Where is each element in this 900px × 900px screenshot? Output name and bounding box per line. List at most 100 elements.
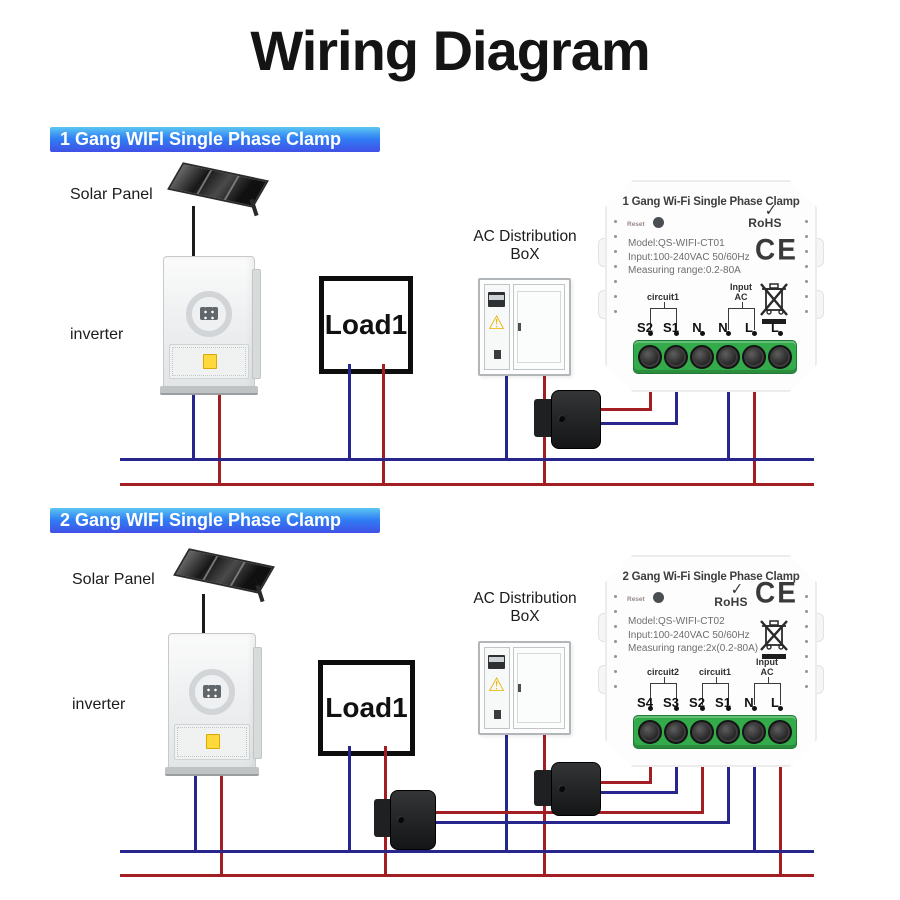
wire-inverter-live xyxy=(218,388,221,485)
wire-ct-s1 xyxy=(598,422,678,425)
ac-distribution-label: AC Distribution BoX xyxy=(473,228,577,263)
reset-label: Reset xyxy=(627,221,645,228)
wire-ct1-s3 xyxy=(598,791,678,794)
group-bracket xyxy=(650,677,677,705)
inverter-label: inverter xyxy=(70,326,124,343)
warning-icon: ⚠ xyxy=(488,312,506,335)
input-line: Input:100-240VAC 50/60Hz xyxy=(628,629,750,641)
terminal-screw xyxy=(768,345,792,369)
load-box: Load1 xyxy=(318,660,415,756)
weee-icon xyxy=(760,620,788,659)
terminal-screw xyxy=(716,345,740,369)
vent-dots-right xyxy=(805,595,808,688)
reset-button xyxy=(653,592,664,603)
wire-ct1-s3 xyxy=(675,767,678,794)
vent-dots-right xyxy=(805,220,808,313)
reset-label: Reset xyxy=(627,596,645,603)
wire-ct-s2 xyxy=(598,408,652,411)
wifi-clamp-module-1gang: 1 Gang Wi-Fi Single Phase Clamp Reset ✓ … xyxy=(598,180,824,392)
neutral-bus xyxy=(120,850,814,853)
wire-module-l xyxy=(779,767,782,877)
section-banner: 2 Gang WlFl Single Phase Clamp xyxy=(50,508,380,533)
terminal-label: L xyxy=(771,320,779,335)
rohs-mark: ✓ RoHS xyxy=(709,579,753,609)
wire-acbox-neutral xyxy=(505,372,508,460)
group-bracket xyxy=(728,302,755,330)
wire-ct2-s2 xyxy=(701,767,704,814)
wire-ct-s1 xyxy=(675,392,678,425)
group-label-circuit2: circuit2 xyxy=(646,667,679,677)
range-line: Measuring range:2x(0.2-80A) xyxy=(628,643,759,654)
wire-module-l xyxy=(753,392,756,486)
inverter-label: inverter xyxy=(72,696,126,713)
solar-panel-label: Solar Panel xyxy=(72,571,155,588)
wifi-clamp-module-2gang: 2 Gang Wi-Fi Single Phase Clamp Reset ✓ … xyxy=(598,555,824,767)
inverter-graphic xyxy=(165,633,262,776)
live-bus xyxy=(120,874,814,877)
terminal-screw xyxy=(638,345,662,369)
terminal-label: N xyxy=(718,320,728,335)
module-specs: Model:QS-WIFI-CT01 Input:100-240VAC 50/6… xyxy=(628,237,750,278)
terminal-screw xyxy=(742,345,766,369)
model-line: Model:QS-WIFI-CT02 xyxy=(628,616,725,627)
door-handle xyxy=(517,322,521,331)
inverter-graphic xyxy=(160,256,261,395)
model-line: Model:QS-WIFI-CT01 xyxy=(628,238,725,249)
inverter-display xyxy=(189,668,235,715)
group-label-circuit1: circuit1 xyxy=(698,667,731,677)
terminal-label: L xyxy=(771,695,779,710)
terminal-screw xyxy=(768,720,792,744)
wire-inverter-neutral xyxy=(194,771,197,853)
wire-load-neutral xyxy=(348,364,351,460)
rohs-label: RoHS xyxy=(748,216,782,230)
group-bracket xyxy=(650,302,677,330)
live-bus xyxy=(120,483,814,486)
module-body: 1 Gang Wi-Fi Single Phase Clamp Reset ✓ … xyxy=(605,180,817,392)
module-title: 2 Gang Wi-Fi Single Phase Clamp xyxy=(622,571,800,583)
wire-load-neutral xyxy=(348,746,351,853)
terminal-screw xyxy=(690,720,714,744)
terminal-label: L xyxy=(745,320,753,335)
wire-inverter-live xyxy=(220,771,223,877)
warning-icon: ⚠ xyxy=(488,674,506,697)
section-banner: 1 Gang WlFl Single Phase Clamp xyxy=(50,127,380,152)
neutral-bus xyxy=(120,458,814,461)
reset-button xyxy=(653,217,664,228)
solar-cable xyxy=(192,206,195,260)
terminal-screw xyxy=(664,720,688,744)
terminal-label: S3 xyxy=(663,695,679,710)
module-body: 2 Gang Wi-Fi Single Phase Clamp Reset ✓ … xyxy=(605,555,817,767)
terminal-label: S2 xyxy=(637,320,653,335)
weee-icon xyxy=(760,283,788,324)
vent-dots-left xyxy=(614,595,617,688)
ce-mark: CE xyxy=(755,576,798,609)
terminal-label: S1 xyxy=(663,320,679,335)
group-bracket xyxy=(702,677,729,705)
wire-ct1-s4 xyxy=(598,781,652,784)
load-box: Load1 xyxy=(319,276,413,374)
terminal-label: N xyxy=(744,695,754,710)
terminal-screw xyxy=(742,720,766,744)
ac-distribution-label: AC Distribution BoX xyxy=(473,590,577,625)
ce-mark: CE xyxy=(755,233,798,266)
door-handle xyxy=(517,683,521,692)
rohs-label: RoHS xyxy=(714,595,748,609)
warning-sticker xyxy=(206,733,220,749)
group-label-input-ac: Input AC xyxy=(730,282,752,302)
wire-acbox-neutral xyxy=(505,731,508,853)
wire-ct-s2 xyxy=(649,392,652,411)
wire-ct1-s4 xyxy=(649,767,652,784)
group-label-input-ac: Input AC xyxy=(756,657,778,677)
terminal-screw xyxy=(716,720,740,744)
terminal-screw xyxy=(638,720,662,744)
rohs-mark: ✓ RoHS xyxy=(743,200,787,230)
solar-cable xyxy=(202,594,205,636)
wire-ct2-s1 xyxy=(727,767,730,824)
wire-inverter-neutral xyxy=(192,388,195,460)
ac-distribution-box: ⚠ xyxy=(478,278,571,376)
module-specs: Model:QS-WIFI-CT02 Input:100-240VAC 50/6… xyxy=(628,615,758,656)
solar-panel-graphic xyxy=(166,160,270,218)
ac-distribution-box: ⚠ xyxy=(478,641,571,735)
wire-ct2-s1 xyxy=(432,821,730,824)
terminal-screw xyxy=(664,345,688,369)
